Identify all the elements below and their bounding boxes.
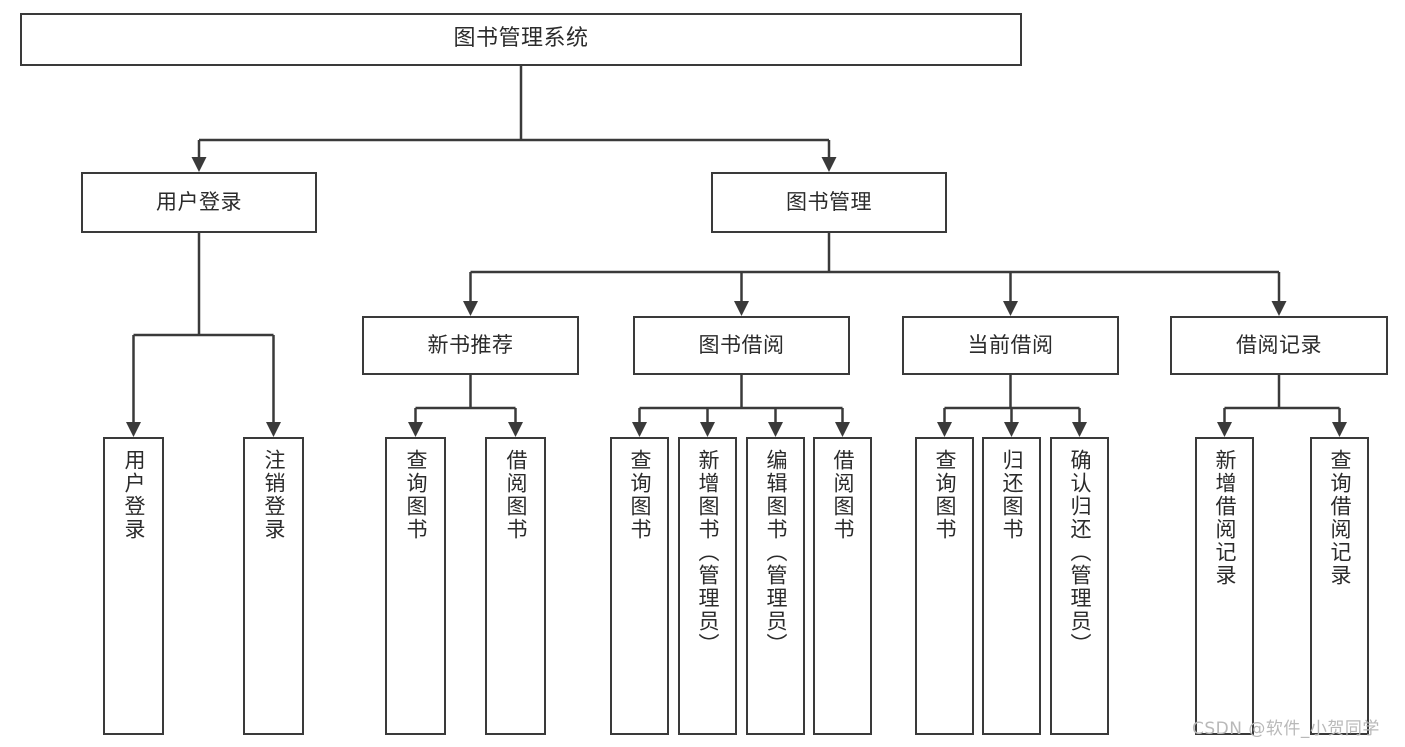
node-leaf-borrow-book[interactable]: 借阅图书 [813, 437, 872, 735]
edge-root-to-login-head [191, 157, 207, 172]
edge-current-to-leaf-confirm-head [1072, 422, 1087, 437]
node-leaf-logout[interactable]: 注销登录 [243, 437, 304, 735]
node-leaf-query-record[interactable]: 查询借阅记录 [1310, 437, 1369, 735]
node-leaf-query-book[interactable]: 查询图书 [610, 437, 669, 735]
node-leaf-edit-book[interactable]: 编辑图书（管理员） [746, 437, 805, 735]
edge-bookmgmt-to-borrow-head [734, 301, 749, 316]
node-leaf-confirm[interactable]: 确认归还（管理员） [1050, 437, 1109, 735]
node-leaf-borrow-new[interactable]: 借阅图书 [485, 437, 546, 735]
edge-bookmgmt-to-newbook-head [463, 301, 478, 316]
edge-root-to-bookmgmt-head [821, 157, 837, 172]
node-root[interactable]: 图书管理系统 [20, 13, 1022, 66]
watermark-label: CSDN @软件_小贺同学 [1192, 719, 1380, 739]
node-label: 用户登录 [156, 189, 242, 214]
node-label: 当前借阅 [967, 332, 1054, 357]
node-label: 借阅图书 [831, 449, 855, 541]
node-records[interactable]: 借阅记录 [1170, 316, 1388, 375]
node-label: 归还图书 [1000, 449, 1024, 541]
edge-newbook-to-leaf-query-new-head [408, 422, 423, 437]
edge-borrow-to-leaf-query-book-head [632, 422, 647, 437]
node-label: 查询图书 [628, 449, 652, 541]
edge-borrow-to-leaf-add-book-head [700, 422, 715, 437]
edge-current-to-leaf-return-head [1004, 422, 1019, 437]
edge-newbook-to-leaf-borrow-new-head [508, 422, 523, 437]
node-leaf-add-book[interactable]: 新增图书（管理员） [678, 437, 737, 735]
node-label: 借阅记录 [1236, 332, 1322, 357]
edge-login-to-leaf-login-head [126, 422, 141, 437]
node-newbook[interactable]: 新书推荐 [362, 316, 579, 375]
node-label: 注销登录 [262, 449, 286, 541]
node-leaf-query-cur[interactable]: 查询图书 [915, 437, 974, 735]
node-label: 图书管理系统 [453, 26, 589, 52]
node-label: 查询图书 [933, 449, 957, 541]
node-label: 编辑图书（管理员） [764, 449, 788, 656]
node-label: 图书借阅 [698, 332, 785, 357]
node-label: 查询图书 [404, 449, 428, 541]
node-label: 借阅图书 [504, 449, 528, 541]
node-leaf-add-record[interactable]: 新增借阅记录 [1195, 437, 1254, 735]
node-label: 查询借阅记录 [1328, 449, 1352, 587]
edge-login-to-leaf-logout-head [266, 422, 281, 437]
node-borrow[interactable]: 图书借阅 [633, 316, 850, 375]
node-label: 用户登录 [122, 449, 146, 541]
node-leaf-return[interactable]: 归还图书 [982, 437, 1041, 735]
edge-records-to-leaf-add-record-head [1217, 422, 1232, 437]
edge-bookmgmt-to-records-head [1271, 301, 1287, 316]
edge-borrow-to-leaf-borrow-book-head [835, 422, 850, 437]
node-leaf-query-new[interactable]: 查询图书 [385, 437, 446, 735]
node-label: 新增图书（管理员） [696, 449, 720, 656]
edge-current-to-leaf-query-cur-head [937, 422, 952, 437]
node-label: 确认归还（管理员） [1068, 449, 1092, 656]
node-login[interactable]: 用户登录 [81, 172, 317, 233]
node-leaf-login[interactable]: 用户登录 [103, 437, 164, 735]
edge-bookmgmt-to-current-head [1003, 301, 1018, 316]
node-label: 图书管理 [786, 189, 872, 214]
node-current[interactable]: 当前借阅 [902, 316, 1119, 375]
node-label: 新书推荐 [427, 332, 514, 357]
node-label: 新增借阅记录 [1213, 449, 1237, 587]
node-bookmgmt[interactable]: 图书管理 [711, 172, 947, 233]
edge-borrow-to-leaf-edit-book-head [768, 422, 783, 437]
edge-records-to-leaf-query-record-head [1332, 422, 1347, 437]
